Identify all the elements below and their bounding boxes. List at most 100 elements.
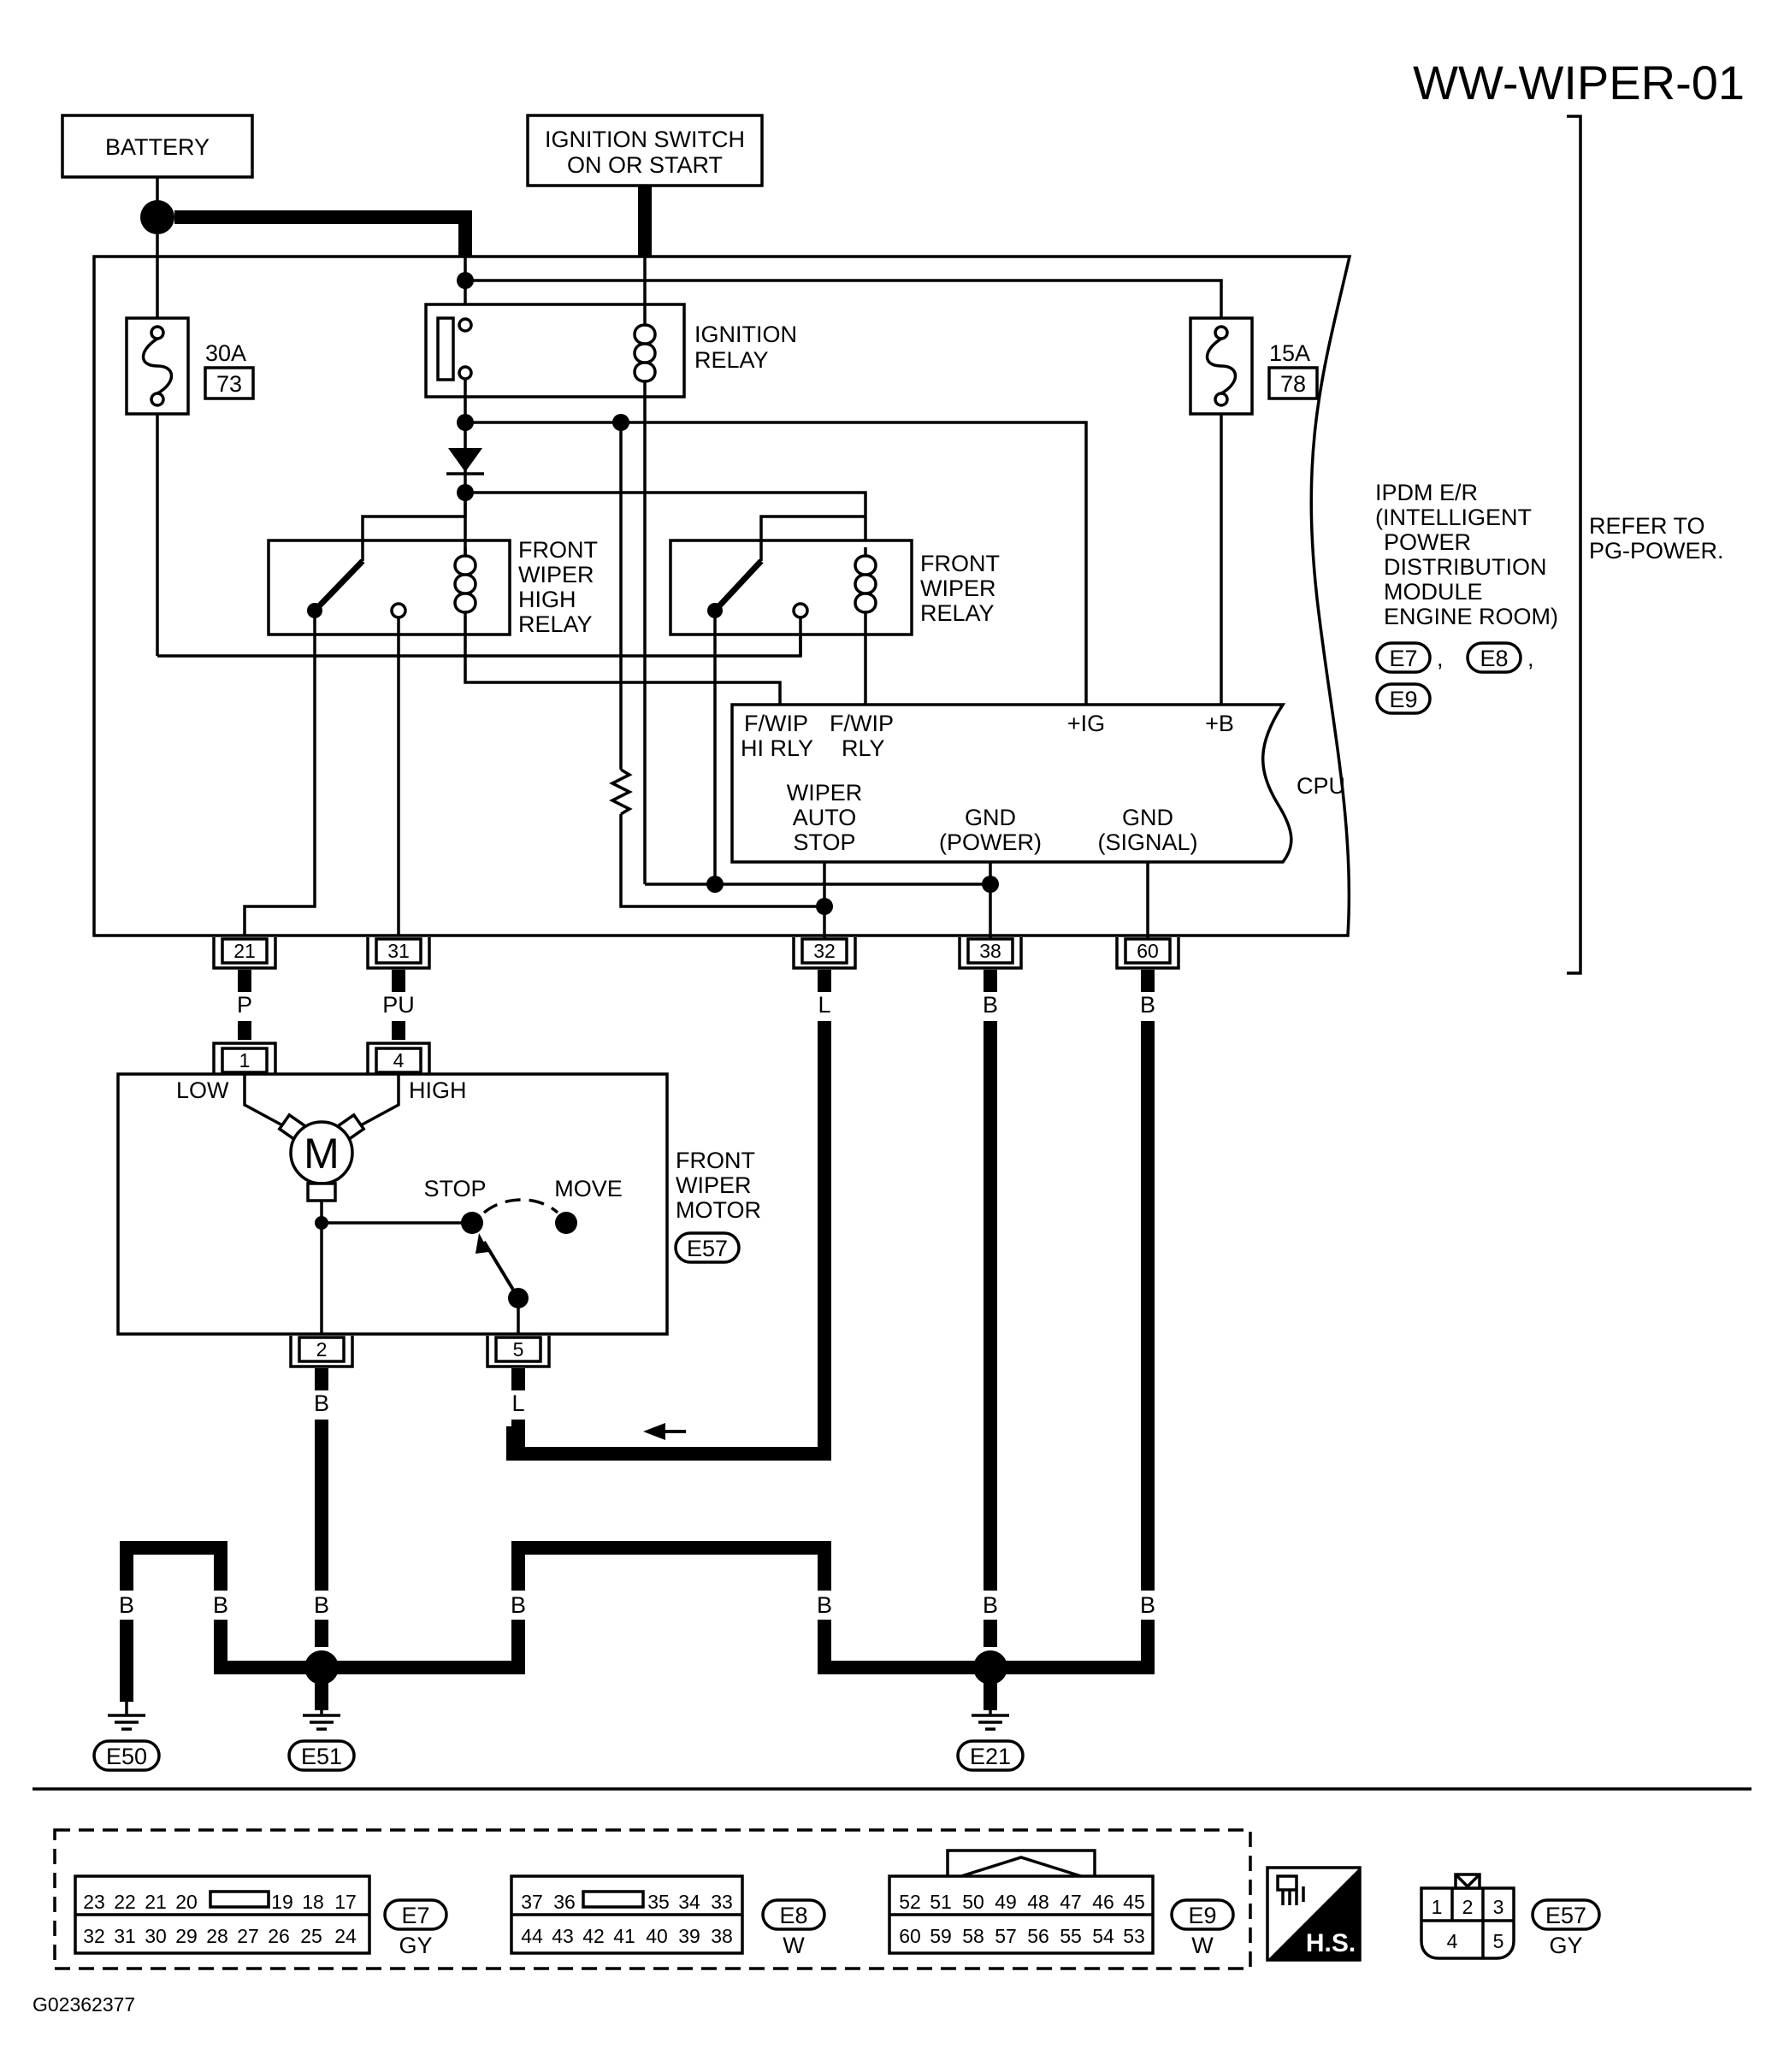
cell: 19 [271,1891,293,1913]
cell: 42 [582,1925,605,1947]
ignition-switch-label-2: ON OR START [567,152,723,178]
wire-color-label: B [1140,992,1155,1018]
connector-ref-e9: E9 [1389,687,1417,712]
ground-splice-dot [304,1650,339,1685]
cell: 57 [995,1925,1017,1947]
cell: 3 [1493,1896,1504,1918]
resistor [609,768,633,816]
signal-direction-arrow [643,1423,686,1440]
refer-label-1: REFER TO [1589,513,1705,539]
wire-color-label: B [983,1592,998,1618]
motor-symbol: M [304,1130,340,1178]
ignition-switch-label-1: IGNITION SWITCH [545,127,745,152]
wire-color-label: B [817,1592,832,1618]
cell: 40 [646,1925,668,1947]
pin-label: 60 [1137,940,1159,962]
motor-low-label: LOW [176,1077,229,1103]
cpu-pin-fwip-hi-1: F/WIP [744,711,808,736]
cpu-label: CPU [1297,773,1345,799]
cell: 41 [613,1925,635,1947]
ignition-relay-label-2: RELAY [694,347,769,373]
wire-color-label: PU [382,992,415,1018]
wire-color-label: P [237,992,252,1018]
stop-label: STOP [423,1176,486,1201]
cell: 36 [553,1891,576,1913]
cpu-pin-gnd-signal-2: (SIGNAL) [1097,829,1197,855]
ignition-switch: IGNITION SWITCH ON OR START [526,114,764,187]
cpu-pin-b: +B [1205,711,1234,736]
diode [446,448,484,475]
cell: 20 [175,1891,198,1913]
cpu-pin-autostop-3: STOP [793,829,855,855]
fuse-30a-number: 73 [216,371,242,397]
move-label: MOVE [554,1176,623,1201]
cell: 29 [175,1925,198,1947]
svg-text:,: , [1437,646,1444,671]
cpu-pin-fwip-2: RLY [842,735,885,761]
cell: 45 [1123,1891,1145,1913]
ground-label-e51: E51 [301,1744,342,1769]
ground-e21: E21 [956,1710,1025,1772]
cell: 52 [899,1891,921,1913]
connector-ref-e8: E8 [1480,646,1508,671]
ipdm-label-2: (INTELLIGENT [1375,505,1532,530]
cell: 44 [521,1925,543,1947]
cpu-pin-gnd-power-2: (POWER) [939,829,1042,855]
fuse-30a: 30A 73 [125,316,255,416]
front-wiper-relay: FRONT WIPER RELAY [669,515,1000,636]
ground-splice-dot [973,1650,1007,1685]
motor-high-label: HIGH [409,1077,467,1103]
battery-label: BATTERY [105,134,210,160]
ipdm-box-outline [92,255,1352,937]
hs-label: H.S. [1306,1929,1356,1957]
cell: 51 [930,1891,952,1913]
cell: 58 [962,1925,984,1947]
cell: 48 [1027,1891,1049,1913]
pin-label: 31 [387,940,410,962]
ignition-relay: IGNITION RELAY [424,303,797,398]
refer-label-2: PG-POWER. [1589,538,1724,564]
battery-splice-dot [140,200,174,234]
cell: 2 [1462,1896,1474,1918]
cell: 18 [302,1891,324,1913]
cell: 24 [334,1925,357,1947]
cell: 56 [1027,1925,1049,1947]
ipdm-terminal-31: 31 PU [366,937,431,1018]
cpu: F/WIP HI RLY F/WIP RLY +IG +B WIPER AUTO… [730,703,1293,864]
cell: 43 [552,1925,574,1947]
connector-hand-icon [1276,1874,1305,1905]
cell: 39 [678,1925,700,1947]
cell: 4 [1447,1930,1458,1952]
pin-label: 38 [979,940,1001,962]
ipdm-terminal-32: 32 L [792,937,857,1018]
fwhr-label-1: FRONT [518,537,598,563]
connector-id: E8 [779,1903,807,1928]
figure-id: G02362377 [32,1993,135,2016]
cell: 46 [1092,1891,1114,1913]
ground-e51: E51 [287,1710,356,1772]
cell: 32 [83,1925,105,1947]
cell: 27 [237,1925,259,1947]
connector-id: E9 [1188,1903,1216,1928]
cell: 47 [1060,1891,1082,1913]
motor-pin-4: 4 [393,1049,405,1071]
ipdm-label-5: MODULE [1384,579,1483,605]
ipdm-label-3: POWER [1384,529,1471,555]
fuse-30a-rating: 30A [205,340,246,366]
splice-dot [982,876,999,893]
ground-e50: E50 [92,1702,161,1772]
cell: 37 [521,1891,543,1913]
cell: 54 [1092,1925,1114,1947]
cpu-pin-autostop-2: AUTO [793,805,857,830]
cell: 25 [300,1925,322,1947]
connector-color: GY [1549,1933,1582,1958]
cpu-pin-fwip-1: F/WIP [830,711,894,736]
wire-color-label: B [213,1592,228,1618]
ipdm-bracket [1567,115,1582,975]
cell: 35 [647,1891,670,1913]
connector-view-e9: 52 51 50 49 48 47 46 45 60 59 58 57 56 5… [888,1849,1235,1958]
splice-dot [457,272,474,289]
cpu-pin-gnd-power-1: GND [965,805,1016,830]
cell: 34 [678,1891,700,1913]
motor-connector-ref: E57 [687,1236,728,1261]
